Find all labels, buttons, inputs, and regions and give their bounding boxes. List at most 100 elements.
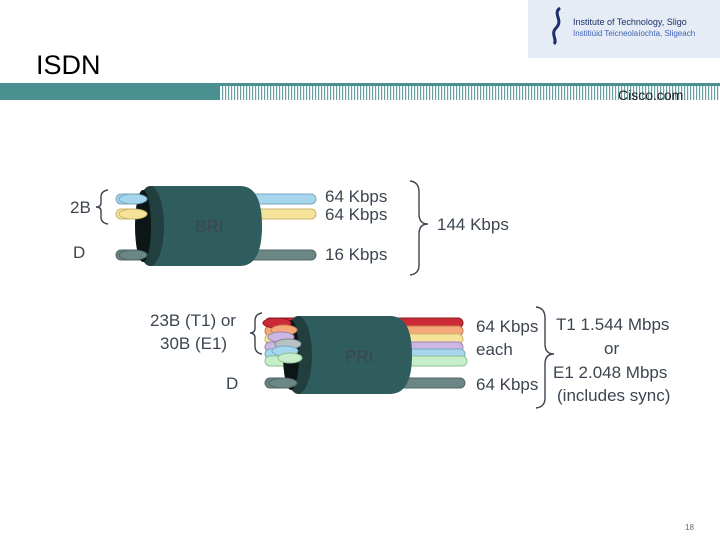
title-bar-stripe bbox=[576, 86, 578, 100]
title-bar-stripe bbox=[522, 86, 524, 100]
title-bar-stripe bbox=[300, 86, 302, 100]
title-bar-stripe bbox=[549, 86, 551, 100]
title-bar-stripe bbox=[234, 86, 236, 100]
title-bar-stripe bbox=[603, 86, 605, 100]
title-bar-stripe bbox=[447, 86, 449, 100]
title-bar-stripe bbox=[594, 86, 596, 100]
title-bar-stripe bbox=[339, 86, 341, 100]
title-bar-stripe bbox=[252, 86, 254, 100]
title-bar-stripe bbox=[378, 86, 380, 100]
title-bar-stripe bbox=[684, 86, 686, 100]
title-bar-stripe bbox=[711, 86, 713, 100]
title-bar-stripe bbox=[411, 86, 413, 100]
title-bar-stripe bbox=[648, 86, 650, 100]
title-bar-stripe bbox=[444, 86, 446, 100]
title-bar-stripe bbox=[612, 86, 614, 100]
title-bar-stripe bbox=[615, 86, 617, 100]
title-bar-stripe bbox=[288, 86, 290, 100]
title-bar-stripe bbox=[348, 86, 350, 100]
title-bar-stripe bbox=[585, 86, 587, 100]
title-bar-stripe bbox=[510, 86, 512, 100]
title-bar-stripe bbox=[669, 86, 671, 100]
title-bar-stripe bbox=[408, 86, 410, 100]
title-bar-stripe bbox=[477, 86, 479, 100]
title-bar-stripe bbox=[468, 86, 470, 100]
title-bar-stripe bbox=[693, 86, 695, 100]
title-bar-stripe bbox=[621, 86, 623, 100]
title-bar-stripe bbox=[543, 86, 545, 100]
title-bar-stripe bbox=[534, 86, 536, 100]
title-bar-stripe bbox=[678, 86, 680, 100]
bri-cable bbox=[118, 186, 262, 266]
title-bar-stripe bbox=[435, 86, 437, 100]
title-bar-stripe bbox=[528, 86, 530, 100]
title-bar-stripe bbox=[519, 86, 521, 100]
institute-name-irish: Institiúid Teicneolaíochta, Sligeach bbox=[573, 29, 696, 38]
title-bar-stripe bbox=[618, 86, 620, 100]
bri-rate-b1: 64 Kbps bbox=[325, 187, 387, 206]
title-bar-stripe bbox=[261, 86, 263, 100]
title-bar-stripe bbox=[330, 86, 332, 100]
title-bar-stripe bbox=[657, 86, 659, 100]
title-bar-stripe bbox=[555, 86, 557, 100]
pri-group-brace bbox=[249, 312, 263, 355]
title-bar-stripe bbox=[318, 86, 320, 100]
title-bar-stripe bbox=[249, 86, 251, 100]
title-bar-stripe bbox=[570, 86, 572, 100]
title-bar-stripe bbox=[441, 86, 443, 100]
title-bar-stripe bbox=[336, 86, 338, 100]
bri-d-label: D bbox=[73, 243, 85, 262]
title-bar-stripe bbox=[456, 86, 458, 100]
title-bar-stripe bbox=[240, 86, 242, 100]
title-bar-stripe bbox=[294, 86, 296, 100]
title-bar-stripe bbox=[645, 86, 647, 100]
title-bar-stripe bbox=[222, 86, 224, 100]
title-bar-stripe bbox=[561, 86, 563, 100]
title-bar-stripe bbox=[237, 86, 239, 100]
title-bar-stripe bbox=[663, 86, 665, 100]
title-bar-stripe bbox=[498, 86, 500, 100]
pri-rate-d: 64 Kbps bbox=[476, 375, 538, 394]
title-bar-stripe bbox=[363, 86, 365, 100]
title-bar-stripe bbox=[525, 86, 527, 100]
title-bar-stripe bbox=[537, 86, 539, 100]
title-bar-stripe bbox=[567, 86, 569, 100]
title-bar-stripe bbox=[690, 86, 692, 100]
title-bar-stripe bbox=[279, 86, 281, 100]
title-bar-stripe bbox=[315, 86, 317, 100]
title-bar-stripe bbox=[465, 86, 467, 100]
title-bar-stripe bbox=[639, 86, 641, 100]
title-bar-stripe bbox=[489, 86, 491, 100]
title-bar-stripe bbox=[573, 86, 575, 100]
bri-rate-d: 16 Kbps bbox=[325, 245, 387, 264]
title-bar-stripe bbox=[459, 86, 461, 100]
bri-2b-label: 2B bbox=[70, 198, 91, 217]
title-bar-stripe bbox=[369, 86, 371, 100]
title-bar-stripe bbox=[453, 86, 455, 100]
title-bar-stripe bbox=[582, 86, 584, 100]
title-bar-stripe bbox=[651, 86, 653, 100]
title-bar-stripe bbox=[267, 86, 269, 100]
title-bar-stripe bbox=[324, 86, 326, 100]
title-bar-stripe bbox=[492, 86, 494, 100]
title-bar-stripe bbox=[654, 86, 656, 100]
title-bar-stripe bbox=[390, 86, 392, 100]
title-bar-stripe bbox=[513, 86, 515, 100]
title-bar-stripe bbox=[333, 86, 335, 100]
title-bar-stripe bbox=[321, 86, 323, 100]
title-bar-stripe bbox=[624, 86, 626, 100]
bri-cable-label: BRI bbox=[195, 217, 223, 236]
title-bar-stripe bbox=[327, 86, 329, 100]
title-bar-stripe bbox=[309, 86, 311, 100]
title-bar-stripe bbox=[588, 86, 590, 100]
title-bar-stripe bbox=[414, 86, 416, 100]
title-bar bbox=[0, 83, 720, 100]
title-bar-stripe bbox=[474, 86, 476, 100]
title-bar-stripe bbox=[516, 86, 518, 100]
title-bar-stripe bbox=[372, 86, 374, 100]
title-bar-stripe bbox=[351, 86, 353, 100]
title-bar-stripe bbox=[297, 86, 299, 100]
title-bar-stripe bbox=[228, 86, 230, 100]
title-bar-stripes bbox=[222, 86, 719, 100]
